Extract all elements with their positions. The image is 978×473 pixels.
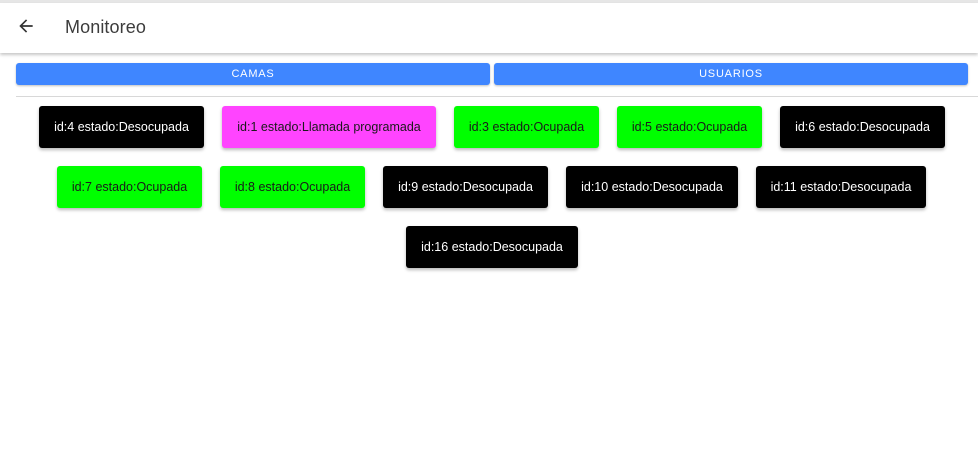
tab-camas[interactable]: CAMAS [16, 63, 490, 85]
bed-card-3[interactable]: id:3 estado:Ocupada [454, 106, 599, 148]
bed-card-16[interactable]: id:16 estado:Desocupada [406, 226, 578, 268]
tab-bar: CAMAS USUARIOS [16, 63, 968, 85]
page-title: Monitoreo [65, 17, 146, 37]
bed-card-4[interactable]: id:4 estado:Desocupada [39, 106, 204, 148]
bed-card-7[interactable]: id:7 estado:Ocupada [57, 166, 202, 208]
bed-card-1[interactable]: id:1 estado:Llamada programada [222, 106, 436, 148]
top-border [0, 0, 978, 3]
bed-card-8[interactable]: id:8 estado:Ocupada [220, 166, 365, 208]
arrow-back-icon [16, 16, 36, 41]
bed-card-9[interactable]: id:9 estado:Desocupada [383, 166, 548, 208]
tab-usuarios[interactable]: USUARIOS [494, 63, 968, 85]
back-button[interactable] [8, 10, 44, 46]
divider [16, 96, 978, 97]
bed-card-5[interactable]: id:5 estado:Ocupada [617, 106, 762, 148]
bed-card-6[interactable]: id:6 estado:Desocupada [780, 106, 945, 148]
app-bar: Monitoreo [0, 3, 978, 53]
bed-card-11[interactable]: id:11 estado:Desocupada [756, 166, 926, 208]
bed-card-10[interactable]: id:10 estado:Desocupada [566, 166, 738, 208]
